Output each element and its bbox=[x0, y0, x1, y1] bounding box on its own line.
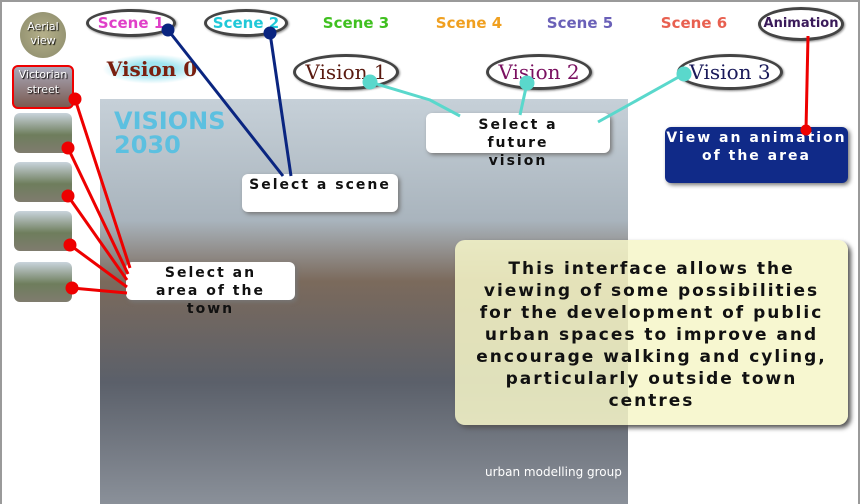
vision-0-button[interactable]: Vision 0 bbox=[102, 54, 202, 84]
thumb-victorian-street[interactable]: Victorian street bbox=[12, 65, 74, 109]
thumb-area-5[interactable] bbox=[14, 262, 72, 302]
thumb-area-3[interactable] bbox=[14, 162, 72, 202]
description-panel: This interface allows the viewing of som… bbox=[455, 240, 848, 425]
tab-scene-3[interactable]: Scene 3 bbox=[322, 14, 390, 32]
tab-scene-5[interactable]: Scene 5 bbox=[546, 14, 614, 32]
description-text: This interface allows the viewing of som… bbox=[476, 259, 827, 411]
tab-scene-1[interactable]: Scene 1 bbox=[86, 9, 176, 37]
thumb-area-4[interactable] bbox=[14, 211, 72, 251]
view-animation-callout: View an animation of the area bbox=[665, 127, 848, 183]
select-vision-callout: Select a future vision bbox=[426, 113, 610, 169]
select-area-callout: Select an area of the town bbox=[126, 262, 295, 317]
urban-modelling-group-credit: urban modelling group bbox=[485, 465, 622, 479]
thumb-area-2[interactable] bbox=[14, 113, 72, 153]
vision-3-button[interactable]: Vision 3 bbox=[677, 54, 783, 90]
visions-2030-logo: VISIONS 2030 bbox=[114, 107, 226, 159]
victorian-street-label: Victorian street bbox=[18, 68, 68, 96]
tab-scene-6[interactable]: Scene 6 bbox=[660, 14, 728, 32]
select-scene-callout: Select a scene bbox=[242, 174, 398, 212]
animation-button[interactable]: Animation bbox=[758, 7, 844, 41]
aerial-view-label: Aerial view bbox=[27, 20, 59, 47]
tab-scene-2[interactable]: Scene 2 bbox=[204, 9, 288, 37]
vision-2-button[interactable]: Vision 2 bbox=[486, 54, 592, 90]
aerial-view-button[interactable]: Aerial view bbox=[20, 12, 66, 58]
tab-scene-4[interactable]: Scene 4 bbox=[435, 14, 503, 32]
vision-1-button[interactable]: Vision 1 bbox=[293, 54, 399, 90]
